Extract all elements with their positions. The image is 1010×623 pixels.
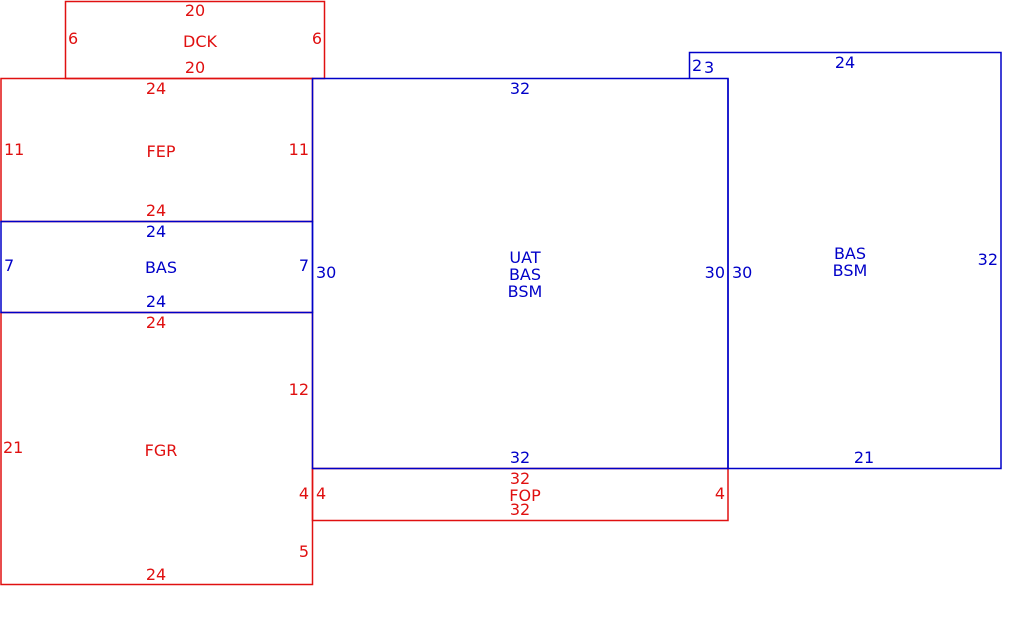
fep-name: FEP (147, 142, 176, 161)
bas-left-bottom-dimension: 24 (146, 292, 166, 311)
fgr-right-middle-dimension: 4 (299, 484, 309, 503)
dck-name: DCK (183, 32, 217, 51)
fop-left-dimension: 4 (316, 484, 326, 503)
uat-bas-bsm-name-line-3: BSM (508, 282, 543, 301)
uat-bas-bsm-right-dimension: 30 (705, 263, 725, 282)
bas-bsm-right-left-dimension: 30 (732, 263, 752, 282)
dck-right-dimension: 6 (312, 29, 322, 48)
dck-bottom-dimension: 20 (185, 58, 205, 77)
bas-bsm-right-left-top-dimension: 3 (704, 58, 714, 77)
fep-right-dimension: 11 (289, 140, 309, 159)
fop-name: FOP (509, 486, 541, 505)
fgr-top-dimension: 24 (146, 313, 166, 332)
uat-bas-bsm-top-dimension: 32 (510, 79, 530, 98)
region-labels: DCK 20 20 6 6 FEP 24 24 11 11 BAS 24 24 … (3, 1, 998, 584)
fep-bottom-dimension: 24 (146, 201, 166, 220)
fop-bottom-dimension: 32 (510, 500, 530, 519)
bas-bsm-right-outline (688, 51, 1002, 470)
bas-bsm-right-left-short-dimension: 2 (692, 56, 702, 75)
bas-left-name: BAS (145, 258, 177, 277)
fep-left-dimension: 11 (4, 140, 24, 159)
uat-bas-bsm-bottom-dimension: 32 (510, 448, 530, 467)
uat-bas-bsm-name-line-1: UAT (509, 248, 540, 267)
bas-bsm-right-bottom-dimension: 21 (854, 448, 874, 467)
bas-left-right-dimension: 7 (299, 256, 309, 275)
dck-left-dimension: 6 (68, 29, 78, 48)
uat-bas-bsm-name-line-2: BAS (509, 265, 541, 284)
fgr-right-upper-dimension: 12 (289, 380, 309, 399)
bas-bsm-right-name-line-1: BAS (834, 244, 866, 263)
region-outlines (0, 0, 1002, 586)
uat-bas-bsm-left-dimension: 30 (316, 263, 336, 282)
bas-bsm-right-right-dimension: 32 (978, 250, 998, 269)
fop-top-dimension: 32 (510, 469, 530, 488)
bas-left-left-dimension: 7 (4, 256, 14, 275)
fop-right-dimension: 4 (715, 484, 725, 503)
bas-left-top-dimension: 24 (146, 222, 166, 241)
fep-top-dimension: 24 (146, 79, 166, 98)
fgr-bottom-dimension: 24 (146, 565, 166, 584)
bas-bsm-right-top-dimension: 24 (835, 53, 855, 72)
fgr-left-dimension: 21 (3, 438, 23, 457)
dck-top-dimension: 20 (185, 1, 205, 20)
fgr-name: FGR (145, 441, 178, 460)
fgr-right-lower-dimension: 5 (299, 542, 309, 561)
bas-bsm-right-name-line-2: BSM (833, 261, 868, 280)
